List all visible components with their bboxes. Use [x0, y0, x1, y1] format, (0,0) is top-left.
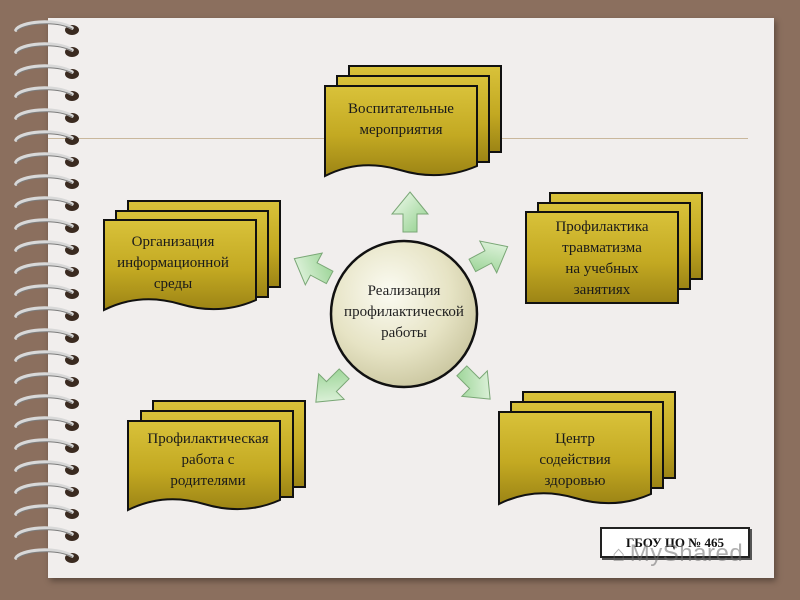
node-bottom-left-card-front — [127, 420, 281, 512]
center-circle — [329, 239, 479, 389]
node-bottom-right-line-3: здоровью — [544, 472, 606, 489]
node-right-line-1: Профилактика — [555, 219, 649, 235]
node-bottom-left-line-2: работа с — [181, 451, 235, 468]
center-label: Реализация профилактической работы — [331, 272, 477, 352]
node-bottom-right-card-front — [498, 411, 652, 506]
node-bottom-right-label: Центр содействия здоровью — [499, 424, 651, 496]
node-right-line-2: травматизма — [562, 240, 642, 256]
node-left-card-front — [103, 219, 257, 312]
node-top-card-front — [324, 85, 478, 178]
node-bottom-left-line-3: родителями — [170, 472, 246, 489]
node-left-line-1: Организация — [131, 233, 215, 250]
school-stamp: ГБОУ ЦО № 465 — [600, 527, 750, 558]
node-top-line-1: Воспитательные — [348, 101, 454, 117]
node-left-line-3: среды — [153, 275, 193, 292]
node-left-label: Организация информационной среды — [97, 226, 249, 300]
node-top-line-2: мероприятия — [359, 122, 443, 138]
arrow-lower-right-icon — [456, 365, 491, 400]
arrow-upper-right-icon — [468, 240, 509, 274]
center-line-3: работы — [381, 324, 427, 341]
center-line-1: Реализация — [367, 282, 441, 299]
watermark: ⌂MyShared — [612, 540, 743, 568]
node-left-stack — [103, 200, 281, 312]
node-bottom-right-line-2: содействия — [539, 451, 611, 468]
node-bottom-left-stack — [127, 400, 306, 512]
arrow-upper-left-icon — [293, 252, 334, 286]
node-bottom-left-label: Профилактическая работа с родителями — [132, 424, 284, 496]
node-right-card-front — [525, 211, 679, 304]
node-bottom-left-line-1: Профилактическая — [147, 430, 269, 447]
node-bottom-right-line-1: Центр — [555, 430, 595, 447]
node-right-line-3: на учебных — [565, 261, 639, 277]
watermark-text: MyShared — [629, 540, 744, 567]
node-left-line-2: информационной — [117, 254, 229, 271]
node-bottom-right-stack — [498, 391, 676, 506]
node-right-label: Профилактика травматизма на учебных заня… — [526, 216, 678, 302]
node-top-stack — [324, 65, 502, 178]
watermark-logo-icon: ⌂ — [612, 541, 626, 566]
arrow-lower-left-icon — [315, 368, 350, 403]
node-top-label: Воспитательные мероприятия — [325, 88, 477, 152]
arrow-up-icon — [390, 191, 430, 233]
node-right-line-4: занятиях — [573, 282, 631, 298]
node-right-stack — [525, 192, 703, 304]
center-line-2: профилактической — [344, 303, 464, 320]
